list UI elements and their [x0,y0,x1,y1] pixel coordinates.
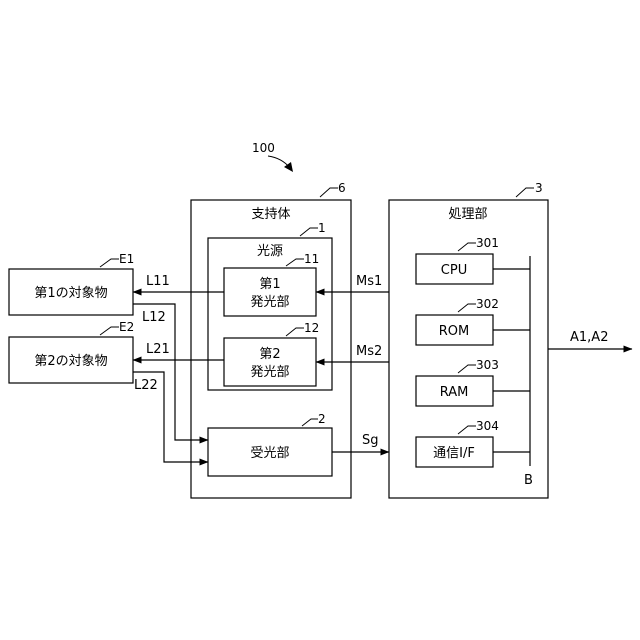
object1-ref-label: E1 [119,252,134,266]
support-ref-label: 6 [338,181,346,195]
support-label: 支持体 [251,207,290,222]
emitter1-label-line2: 発光部 [250,295,289,310]
object2-ref-label: E2 [119,320,134,334]
l12-label: L12 [142,310,166,325]
ms1-label: Ms1 [356,274,382,289]
l21-label: L21 [146,342,170,357]
cpu-label: CPU [441,263,467,278]
object1-label: 第1の対象物 [34,286,107,301]
l11-label: L11 [146,274,170,289]
processor-ref-leader [516,188,534,197]
rom-label: ROM [439,324,469,339]
comm-label: 通信I/F [433,446,475,461]
system-ref-label: 100 [252,141,275,155]
rom-ref-label: 302 [476,297,499,311]
output-label: A1,A2 [570,330,608,345]
sg-label: Sg [362,433,379,448]
receiver-label: 受光部 [250,446,289,461]
l22-label: L22 [134,378,158,393]
bus-label: B [524,473,533,488]
receiver-ref-label: 2 [318,412,326,426]
object2-ref-leader [100,327,119,335]
ram-ref-label: 303 [476,358,499,372]
emitter1-ref-label: 11 [304,252,319,266]
object1-ref-leader [100,259,119,267]
light-source-ref-label: 1 [318,221,326,235]
emitter2-label-line2: 発光部 [250,365,289,380]
cpu-ref-label: 301 [476,236,499,250]
emitter2-ref-label: 12 [304,321,319,335]
emitter1-label-line1: 第1 [259,277,280,292]
processor-label: 処理部 [448,207,487,222]
emitter2-label-line1: 第2 [259,347,280,362]
processor-ref-label: 3 [535,181,543,195]
light-source-label: 光源 [257,244,283,259]
support-ref-leader [320,188,338,197]
ram-label: RAM [440,385,469,400]
object2-label: 第2の対象物 [34,354,107,369]
comm-ref-label: 304 [476,419,499,433]
ms2-label: Ms2 [356,344,382,359]
